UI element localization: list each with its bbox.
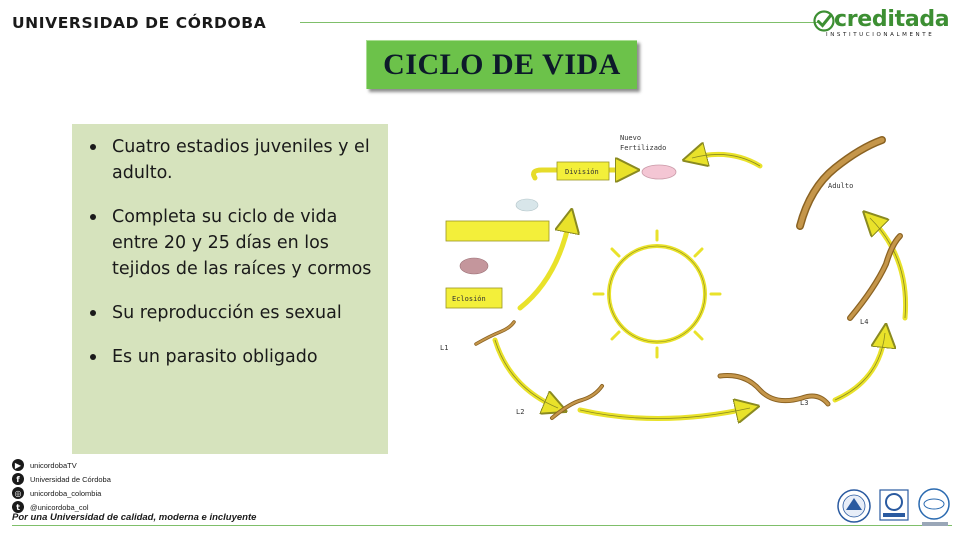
check-icon <box>813 10 835 32</box>
l1-label: L1 <box>440 344 448 352</box>
bullet-item: Cuatro estadios juveniles y el adulto. <box>84 134 378 186</box>
bullet-list: Cuatro estadios juveniles y el adulto. C… <box>84 134 378 370</box>
nuevo-label: Nuevo <box>620 134 641 142</box>
footer-slogan: Por una Universidad de calidad, moderna … <box>12 512 257 523</box>
bullet-dot-icon <box>90 310 96 316</box>
l4-label: L4 <box>860 318 868 326</box>
cycle-arrows <box>492 154 909 418</box>
accreditation-logo-subtitle: INSTITUCIONALMENTE <box>826 32 935 38</box>
social-handle: unicordobaTV <box>30 460 77 470</box>
bullet-item: Completa su ciclo de vida entre 20 y 25 … <box>84 204 378 282</box>
social-handle: @unicordoba_col <box>30 502 89 512</box>
social-youtube[interactable]: ▶ unicordobaTV <box>12 458 77 472</box>
social-handle: unicordoba_colombia <box>30 488 102 498</box>
division-box <box>556 161 610 181</box>
bullet-dot-icon <box>90 144 96 150</box>
bullet-item: Su reproducción es sexual <box>84 300 378 326</box>
eclosion-box <box>445 287 503 309</box>
bullet-dot-icon <box>90 354 96 360</box>
life-cycle-diagram: División Eclosión Nuevo Fertilizado Adul… <box>440 134 909 446</box>
adulto-label: Adulto <box>828 182 853 190</box>
icontec-logo-icon <box>879 489 909 521</box>
instagram-icon: ◎ <box>12 487 24 499</box>
bullet-panel: Cuatro estadios juveniles y el adulto. C… <box>72 124 388 454</box>
footer-divider <box>12 525 952 526</box>
bullet-dot-icon <box>90 214 96 220</box>
embryogenesis-box <box>445 220 550 242</box>
l2-label: L2 <box>516 408 524 416</box>
l3-label: L3 <box>800 399 808 407</box>
social-facebook[interactable]: f Universidad de Córdoba <box>12 472 111 486</box>
header-divider <box>300 22 820 23</box>
social-twitter[interactable]: t @unicordoba_col <box>12 500 88 514</box>
eclosion-label: Eclosión <box>452 295 486 303</box>
bullet-item: Es un parasito obligado <box>84 344 378 370</box>
twitter-icon: t <box>12 501 24 513</box>
inner-cycle-ring <box>592 229 722 359</box>
embryo-egg <box>459 257 489 275</box>
certification-logos <box>837 488 950 526</box>
slide-title-box: CICLO DE VIDA <box>366 40 637 89</box>
nematodes <box>474 136 903 420</box>
fertilized-egg <box>641 164 677 180</box>
university-name: UNIVERSIDAD DE CÓRDOBA <box>12 14 267 32</box>
dividing-egg <box>515 198 539 212</box>
seal-logo-icon <box>837 489 871 523</box>
accreditation-logo-word: creditada <box>834 7 950 32</box>
youtube-icon: ▶ <box>12 459 24 471</box>
iqnet-logo-icon <box>918 488 950 526</box>
facebook-icon: f <box>12 473 24 485</box>
social-instagram[interactable]: ◎ unicordoba_colombia <box>12 486 101 500</box>
division-label: División <box>565 168 599 176</box>
social-handle: Universidad de Córdoba <box>30 474 111 484</box>
slide-title: CICLO DE VIDA <box>383 48 621 81</box>
fertilizado-label: Fertilizado <box>620 144 666 152</box>
